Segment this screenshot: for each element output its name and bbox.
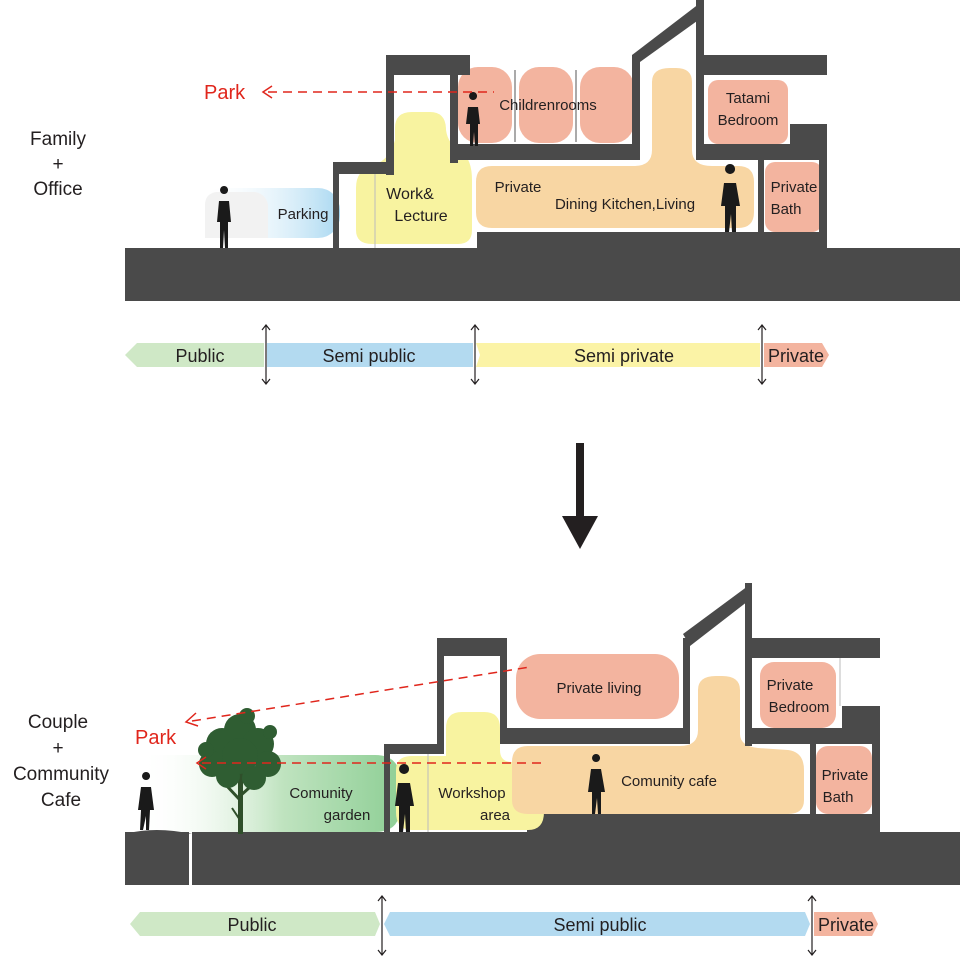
bottom-zone-bar: Public Semi public Private: [130, 895, 878, 956]
bottom-ground-left: [125, 832, 189, 885]
bottom-section: Couple + Community Cafe: [13, 583, 960, 956]
bottom-bedroom-label-1: Private: [767, 677, 814, 694]
tree-icon: [198, 708, 281, 834]
bottom-garden-label-2: garden: [324, 807, 371, 824]
bottom-bedroom-zone: [760, 662, 836, 728]
top-section: Family + Office: [30, 0, 960, 385]
bottom-zone-semi-public-label: Semi public: [553, 915, 646, 935]
bottom-floor-slab: [527, 814, 880, 834]
bottom-side-label-line2: +: [52, 738, 63, 759]
top-person-parking: [217, 186, 231, 248]
top-zone-semi-private-label: Semi private: [574, 346, 674, 366]
bottom-person-entrance: [395, 764, 414, 832]
bottom-zone-public-label: Public: [227, 915, 276, 935]
top-zone-private: [764, 343, 829, 367]
top-building-walls: [333, 0, 827, 248]
top-side-label-line3: Office: [33, 179, 82, 200]
bottom-side-label-line1: Couple: [28, 712, 88, 733]
top-ground: [125, 248, 960, 301]
top-zone-public-label: Public: [175, 346, 224, 366]
top-car-silhouette: [205, 192, 268, 238]
bottom-park-arrow-upper: [191, 666, 531, 722]
top-childroom-3: [580, 67, 634, 143]
bottom-zone-private: [814, 912, 878, 936]
bottom-garden-label-1: Comunity: [289, 785, 353, 802]
bottom-bath-label-1: Private: [822, 767, 869, 784]
top-person-childroom: [466, 92, 480, 146]
top-park-arrow-head: [261, 85, 273, 99]
top-dining-label: Dining Kitchen,Living: [555, 196, 695, 213]
bottom-cafe-zone: [512, 676, 804, 814]
top-zone-private-label: Private: [768, 346, 824, 366]
top-tatami-label-2: Bedroom: [718, 112, 779, 129]
top-work-label-2: Lecture: [394, 208, 447, 225]
top-dining-living-zone: [476, 68, 754, 228]
bottom-bath-label-2: Bath: [823, 789, 854, 806]
bottom-side-label-line3: Community: [13, 764, 110, 785]
transition-arrow: [562, 443, 598, 549]
bottom-bedroom-label-2: Bedroom: [769, 699, 830, 716]
bottom-zone-public: [130, 912, 380, 936]
bottom-ground: [192, 832, 960, 885]
bottom-cafe-label: Comunity cafe: [621, 773, 717, 790]
top-bath-zone: [765, 162, 822, 232]
bottom-mound: [125, 830, 192, 834]
top-zone-semi-public-label: Semi public: [322, 346, 415, 366]
bottom-building-walls: [384, 583, 880, 834]
bottom-park-arrow-lower-head: [195, 756, 207, 770]
bottom-bath-zone: [816, 746, 872, 814]
top-person-living: [721, 164, 740, 232]
top-children-label: Childrenrooms: [499, 97, 597, 114]
bottom-person-park: [138, 772, 154, 830]
bottom-workshop-label-1: Workshop: [438, 785, 505, 802]
top-private-label: Private: [495, 179, 542, 196]
top-side-label-line1: Family: [30, 129, 86, 150]
bottom-workshop-label-2: area: [480, 807, 511, 824]
top-work-label-1: Work&: [386, 186, 434, 203]
bottom-private-living-zone: [516, 654, 679, 719]
top-childroom-2: [519, 67, 573, 143]
top-tatami-label-1: Tatami: [726, 90, 770, 107]
bottom-park-arrow-upper-head: [184, 712, 199, 727]
top-park-label: Park: [204, 82, 246, 104]
bottom-person-cafe: [588, 754, 605, 814]
top-floor-slab: [477, 232, 827, 250]
bottom-side-label-line4: Cafe: [41, 790, 81, 811]
top-parking-label: Parking: [278, 206, 329, 223]
top-zone-public: [125, 343, 264, 367]
bottom-workshop-zone: [396, 712, 544, 830]
bottom-private-living-label: Private living: [556, 680, 641, 697]
top-zone-semi-public: [267, 343, 473, 367]
top-zone-semi-private: [476, 343, 760, 367]
bottom-zone-semi-public: [384, 912, 810, 936]
bottom-park-label: Park: [135, 727, 177, 749]
bottom-zone-private-label: Private: [818, 915, 874, 935]
top-zone-bar: Public Semi public Semi private Private: [125, 324, 829, 385]
top-bath-label-1: Private: [771, 179, 818, 196]
top-tatami-zone: [708, 80, 788, 144]
top-side-label-line2: +: [52, 154, 63, 175]
top-work-lecture-zone: [356, 112, 472, 244]
top-bath-label-2: Bath: [771, 201, 802, 218]
